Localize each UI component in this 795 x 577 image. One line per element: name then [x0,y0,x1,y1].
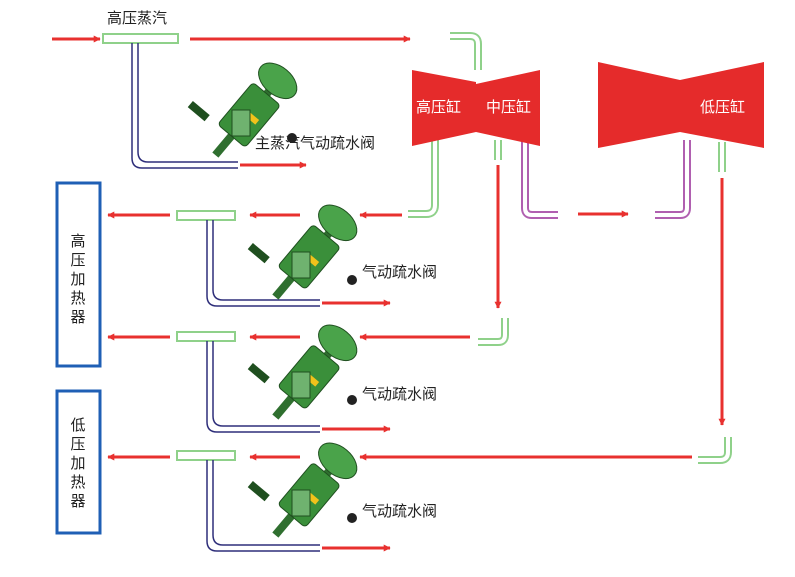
high-pressure-heater: 高 压 加 热 器 [55,181,102,368]
svg-text:热: 热 [70,289,85,307]
drain-valve-row3 [247,317,365,421]
drain-valve-row4 [247,435,365,539]
svg-text:加: 加 [70,270,85,288]
lp-extraction-elbow [698,437,732,464]
low-pressure-heater: 低 压 加 热 器 [55,389,102,535]
svg-text:压: 压 [70,251,85,269]
flow-arrows [52,35,726,552]
svg-text:器: 器 [70,308,85,326]
intermediate-pressure-cylinder: 中压缸 [476,70,540,146]
hp-inlet-pipe [450,32,482,70]
valve-2-label: 气动疏水阀 [362,385,437,403]
svg-text:高: 高 [70,232,85,250]
svg-text:加: 加 [70,454,85,472]
drain-valve-row2 [247,197,365,301]
main-steam-label: 高压蒸汽 [107,9,167,27]
hp-exhaust-pipe [408,140,439,218]
svg-text:热: 热 [70,473,85,491]
svg-text:器: 器 [70,492,85,510]
svg-text:中压缸: 中压缸 [486,98,531,116]
main-valve-label: 主蒸汽气动疏水阀 [255,134,375,152]
drain-pipes [131,43,320,552]
crossover-pipe [521,140,691,219]
low-pressure-cylinder: 低压缸 [598,62,764,148]
svg-text:高压缸: 高压缸 [416,98,461,116]
ip-extraction-elbow [478,318,509,346]
svg-text:低: 低 [70,416,85,434]
high-pressure-cylinder: 高压缸 [412,70,476,146]
steam-header-pipes [102,33,236,461]
svg-text:低压缸: 低压缸 [700,98,745,116]
svg-text:压: 压 [70,435,85,453]
valve-1-label: 气动疏水阀 [362,263,437,281]
valve-3-label: 气动疏水阀 [362,502,437,520]
